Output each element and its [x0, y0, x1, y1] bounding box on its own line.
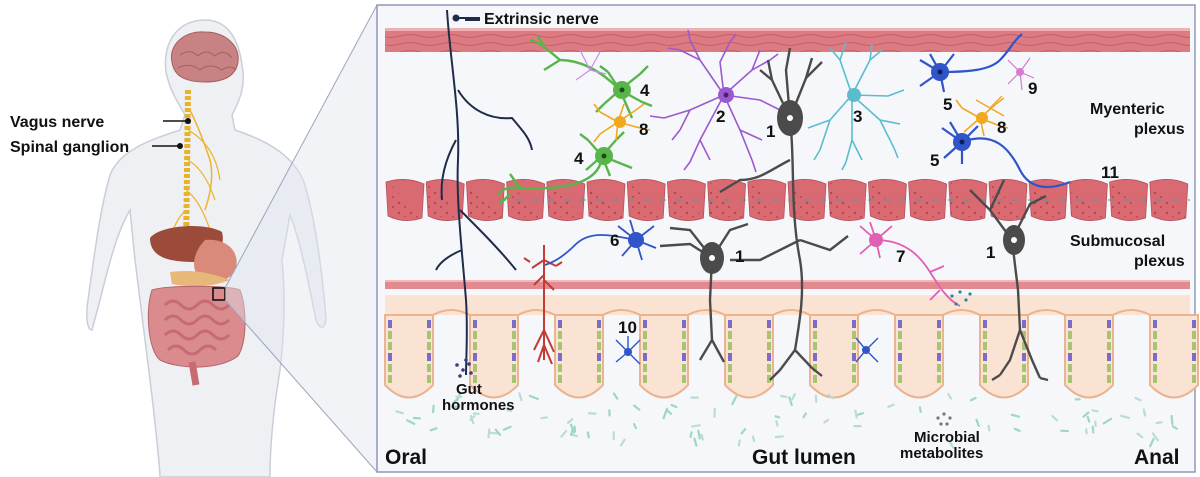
purple-neuron-2 — [649, 29, 781, 173]
extrinsic-nerve-label: Extrinsic nerve — [484, 11, 599, 28]
svg-text:Vagus nerve: Vagus nerve — [10, 114, 104, 131]
small-intestine — [163, 299, 231, 356]
blood-vessel — [523, 245, 563, 365]
gut-lumen-label: Gut lumen — [752, 446, 856, 469]
anal-label: Anal — [1134, 446, 1180, 469]
neuron-number-4b: 4 — [574, 149, 584, 168]
blue-neuron-6 — [544, 219, 657, 266]
svg-text:Spinal ganglion: Spinal ganglion — [10, 139, 129, 156]
cyan-neuron-3 — [807, 41, 905, 171]
neuron-number-10: 10 — [618, 318, 637, 337]
pancreas-organ — [170, 271, 230, 287]
muscularis-mucosae — [385, 280, 1190, 289]
extrinsic-nerve-fiber — [435, 9, 533, 376]
neuron-number-11: 11 — [1101, 163, 1119, 182]
gut-hormone-particles — [455, 358, 473, 378]
callout-box — [212, 287, 226, 301]
cyan-neuron-3-soma — [847, 88, 861, 102]
neuron-number-8b: 8 — [997, 118, 1006, 137]
pink-neuron-9-soma — [1016, 68, 1024, 76]
orange-interneuron-8-right — [955, 97, 1009, 137]
green-neuron-4-lower — [496, 131, 633, 205]
blue-neuron-5-lower — [941, 121, 1071, 189]
green-neuron-4-upper — [529, 35, 653, 119]
neuron-number-5b: 5 — [930, 151, 939, 170]
blue-neuron-5-upper — [919, 33, 1023, 93]
purple-neuron-small-top — [575, 49, 607, 81]
neuron-number-2: 2 — [716, 107, 725, 126]
microbes — [395, 392, 1178, 449]
enteric-glial-cell-10 — [615, 336, 879, 365]
spinal-ganglion-label: Spinal ganglion — [10, 139, 183, 156]
neuron-number-1b: 1 — [735, 247, 744, 266]
mucosa-villi-layer — [384, 295, 1199, 399]
gut-wall-panel: Extrinsic nerve — [376, 4, 1199, 473]
neuron-number-5a: 5 — [943, 95, 952, 114]
submucosal-label-line2: plexus — [1134, 253, 1185, 270]
neuron-number-6: 6 — [610, 231, 619, 250]
myenteric-label-line2: plexus — [1134, 121, 1185, 138]
orange-interneuron-8-left-soma — [614, 116, 626, 128]
microbial-label-line2: metabolites — [900, 445, 983, 462]
orange-small-neuron-top — [975, 95, 1005, 117]
neuron-number-4a: 4 — [640, 81, 650, 100]
human-body-figure — [86, 19, 327, 477]
spinal-cord — [183, 89, 191, 251]
submucosal-label-line1: Submucosal — [1070, 233, 1165, 250]
neuron-number-9: 9 — [1028, 79, 1037, 98]
microbial-metabolite-dots — [936, 412, 952, 426]
vagus-nerve-label: Vagus nerve — [10, 114, 191, 131]
neuron-number-1a: 1 — [766, 122, 775, 141]
oral-label: Oral — [385, 446, 427, 469]
neuron-number-8a: 8 — [639, 120, 648, 139]
metabolite-release-dots — [950, 290, 972, 306]
circular-muscle-layer — [385, 179, 1190, 221]
gray-neuron-1-myenteric — [719, 47, 849, 381]
orange-interneuron-8-right-soma — [976, 112, 988, 124]
zoom-projection — [225, 5, 377, 472]
orange-interneuron-8-left — [593, 103, 651, 143]
blue-neuron-6-soma — [628, 232, 644, 248]
microbial-label-line1: Microbial — [914, 429, 980, 446]
neuron-number-7: 7 — [896, 247, 905, 266]
stomach-organ — [194, 239, 237, 282]
pink-neuron-9 — [1007, 57, 1035, 91]
gut-hormones-label-line2: hormones — [442, 397, 515, 414]
pink-neuron-7 — [859, 221, 961, 307]
pink-neuron-7-soma — [869, 233, 883, 247]
neuron-number-1c: 1 — [986, 243, 995, 262]
brain-organ — [170, 31, 239, 83]
myenteric-label-line1: Myenteric — [1090, 101, 1165, 118]
longitudinal-muscle-layer — [385, 28, 1190, 52]
neuron-number-3: 3 — [853, 107, 862, 126]
gut-hormones-label-line1: Gut — [456, 381, 482, 398]
